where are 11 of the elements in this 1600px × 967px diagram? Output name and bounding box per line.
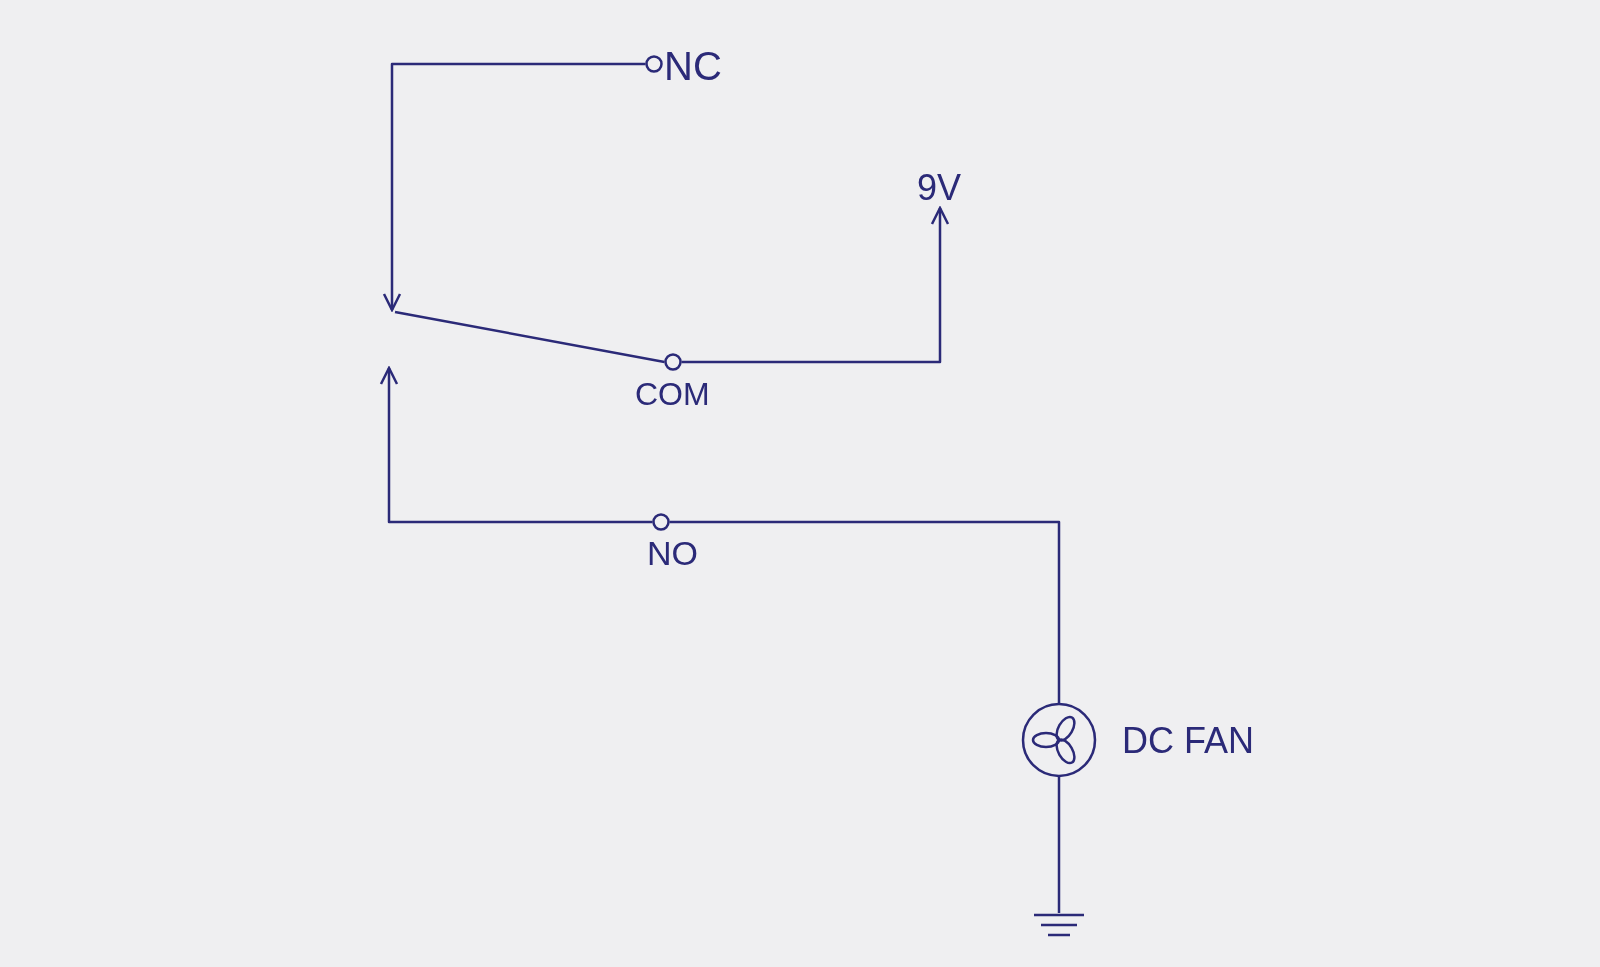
fan-label: DC FAN (1122, 723, 1254, 759)
terminal-label: COM (635, 378, 710, 410)
wire (669, 520, 1061, 703)
arrow (382, 62, 646, 312)
terminal-label: NC (664, 46, 722, 86)
supply-label: 9V (917, 170, 962, 206)
arrow (681, 206, 950, 364)
wire (394, 310, 665, 364)
arrow (379, 366, 653, 524)
terminal-label: NO (647, 536, 698, 570)
wire (1057, 777, 1061, 913)
